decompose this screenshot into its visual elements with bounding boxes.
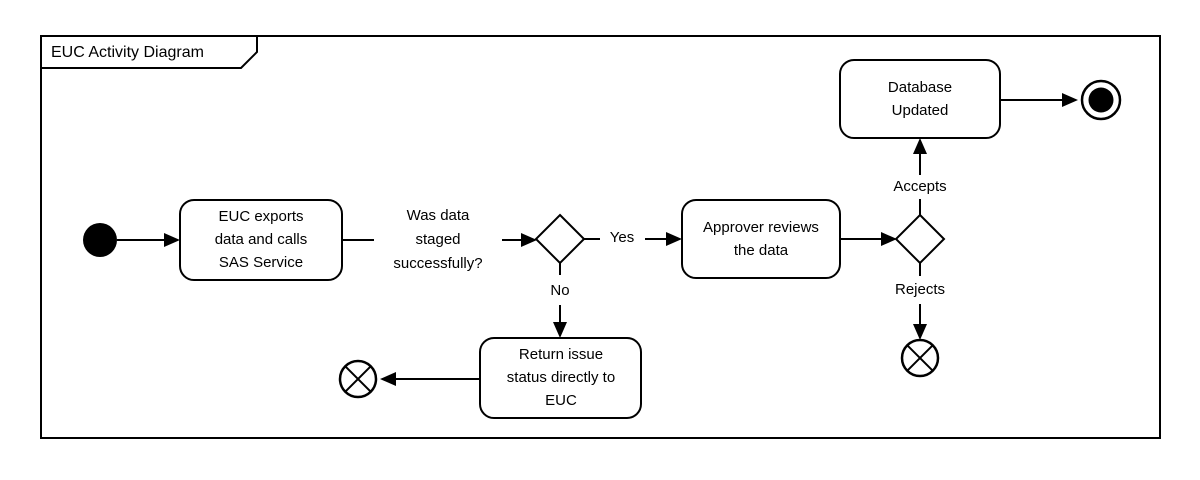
edge-approval-accepts: Accepts xyxy=(893,138,947,215)
flow-final-node-right xyxy=(900,338,940,378)
edge-review-to-approval xyxy=(840,232,897,246)
arrowhead-icon xyxy=(521,233,537,247)
activity-final-node xyxy=(1080,79,1122,121)
arrowhead-icon xyxy=(913,138,927,154)
diagram-frame: EUC Activity Diagram xyxy=(40,35,1161,439)
arrowhead-icon xyxy=(666,232,682,246)
action-euc-exports-line2: data and calls xyxy=(215,231,308,248)
action-return-issue-line1: Return issue xyxy=(519,346,603,363)
decision-node-staged[interactable] xyxy=(534,213,586,265)
decision-node-approval-diamond[interactable] xyxy=(894,213,946,265)
arrowhead-icon xyxy=(913,324,927,340)
edge-label-no: No xyxy=(550,282,569,299)
action-return-issue-line2: status directly to xyxy=(507,369,615,386)
activity-final-inner-disc xyxy=(1088,87,1114,113)
edge-label-yes: Yes xyxy=(610,229,634,246)
edge-return-to-flowfinal xyxy=(380,372,480,386)
frame-title-label: EUC Activity Diagram xyxy=(51,44,204,61)
arrowhead-icon xyxy=(553,322,567,338)
initial-node xyxy=(83,223,117,257)
action-euc-exports-line1: EUC exports xyxy=(218,208,303,225)
action-return-issue-line3: EUC xyxy=(545,392,577,409)
edge-export-to-decision: Was data staged successfully? xyxy=(342,203,537,279)
flow-final-right-cross-b xyxy=(906,344,934,372)
action-approver-reviews-line1: Approver reviews xyxy=(703,219,819,236)
label-backdrop xyxy=(374,203,502,279)
action-database-updated-line1: Database xyxy=(888,79,952,96)
decision-node-approval[interactable] xyxy=(894,213,946,265)
arrowhead-icon xyxy=(164,233,180,247)
edge-decision-yes: Yes xyxy=(584,229,682,246)
edge-decision-no: No xyxy=(550,263,570,338)
edge-approval-rejects: Rejects xyxy=(895,263,945,340)
decision-question-line2: staged xyxy=(415,231,460,248)
edge-label-rejects: Rejects xyxy=(895,281,945,298)
frame-border xyxy=(40,35,1161,439)
action-database-updated[interactable]: Database Updated xyxy=(839,59,1001,139)
edge-db-to-final xyxy=(1000,93,1078,107)
arrowhead-icon xyxy=(1062,93,1078,107)
decision-node-staged-diamond[interactable] xyxy=(534,213,586,265)
flow-final-node-left xyxy=(338,359,378,399)
edge-label-accepts: Accepts xyxy=(893,178,946,195)
action-database-updated-box[interactable] xyxy=(839,59,1001,139)
action-database-updated-line2: Updated xyxy=(892,102,949,119)
initial-node-circle xyxy=(83,223,117,257)
action-euc-exports[interactable]: EUC exports data and calls SAS Service xyxy=(179,199,343,281)
action-approver-reviews-line2: the data xyxy=(734,242,789,259)
action-approver-reviews-box[interactable] xyxy=(681,199,841,279)
action-euc-exports-line3: SAS Service xyxy=(219,254,303,271)
decision-question-line3: successfully? xyxy=(393,255,482,272)
action-return-issue[interactable]: Return issue status directly to EUC xyxy=(479,337,642,419)
frame-title-tab xyxy=(40,36,258,69)
flow-final-left-cross-b xyxy=(344,365,372,393)
arrowhead-icon xyxy=(380,372,396,386)
arrowhead-icon xyxy=(881,232,897,246)
action-approver-reviews[interactable]: Approver reviews the data xyxy=(681,199,841,279)
decision-question-line1: Was data xyxy=(407,207,470,224)
edge-start-to-export xyxy=(117,233,180,247)
